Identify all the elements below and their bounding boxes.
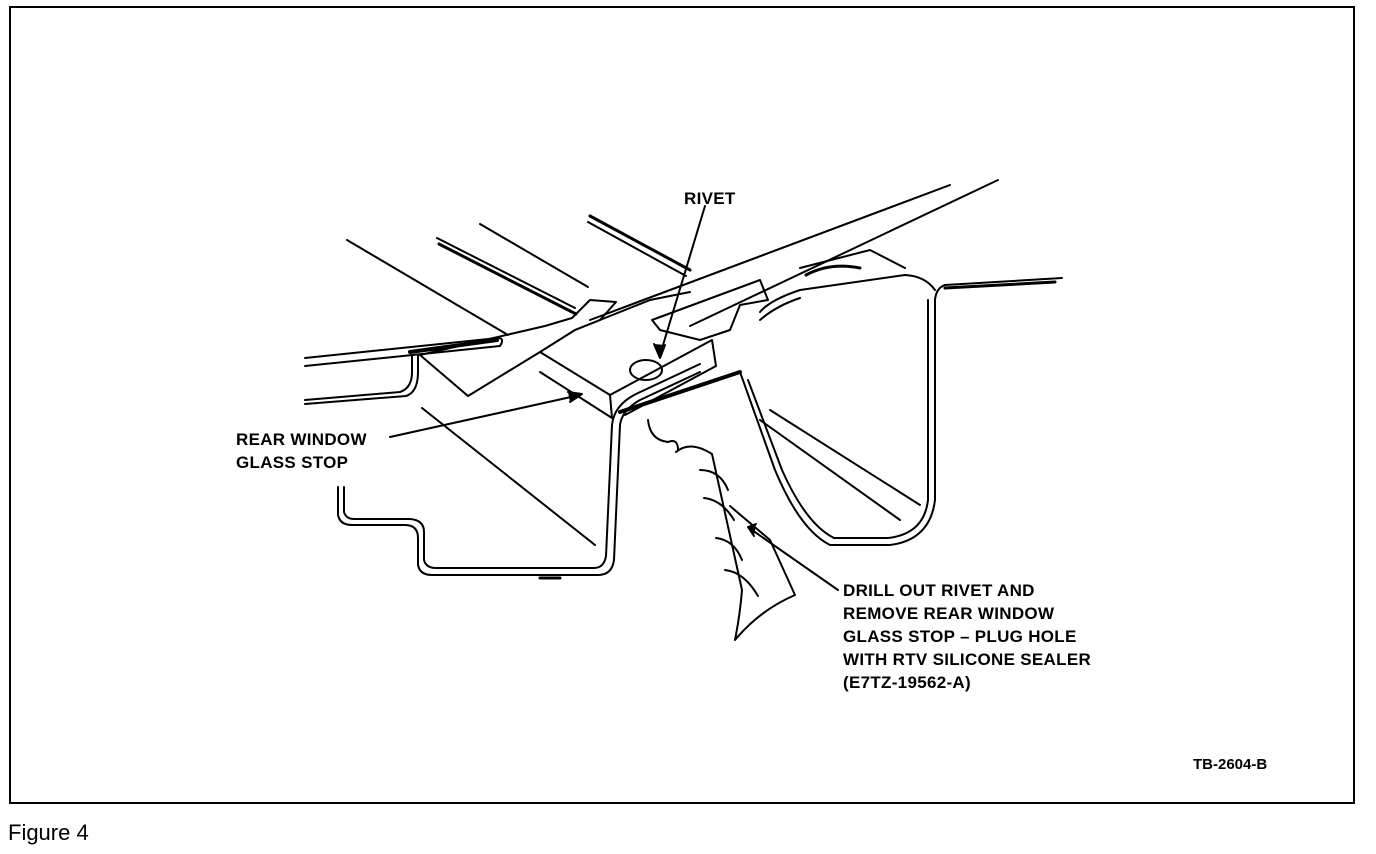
drill-instruction-line: REMOVE REAR WINDOW [843, 604, 1055, 623]
rivet-label: RIVET [684, 187, 736, 210]
leader-lines [389, 205, 839, 591]
left-flange [304, 337, 504, 405]
right-channel [739, 274, 1063, 546]
drill-instruction-line: DRILL OUT RIVET AND [843, 581, 1035, 600]
figure-frame [9, 6, 1355, 804]
drill-instruction-line: (E7TZ-19562-A) [843, 673, 971, 692]
left-channel [337, 363, 701, 580]
rivet-label-text: RIVET [684, 189, 736, 208]
figure-caption: Figure 4 [8, 820, 89, 845]
drill-bit [647, 419, 796, 641]
glass-stop-label: REAR WINDOW GLASS STOP [236, 428, 367, 474]
drill-instruction-label: DRILL OUT RIVET AND REMOVE REAR WINDOW G… [843, 579, 1091, 694]
glass-stop-label-line: GLASS STOP [236, 453, 349, 472]
drill-instruction-line: WITH RTV SILICONE SEALER [843, 650, 1092, 669]
glass-stop-label-line: REAR WINDOW [236, 430, 367, 449]
drill-instruction-line: GLASS STOP – PLUG HOLE [843, 627, 1077, 646]
roof-panel-lines [346, 214, 692, 336]
glass-stop-bracket [419, 291, 742, 419]
reference-code: TB-2604-B [1193, 756, 1268, 773]
roof-rail [589, 179, 999, 341]
